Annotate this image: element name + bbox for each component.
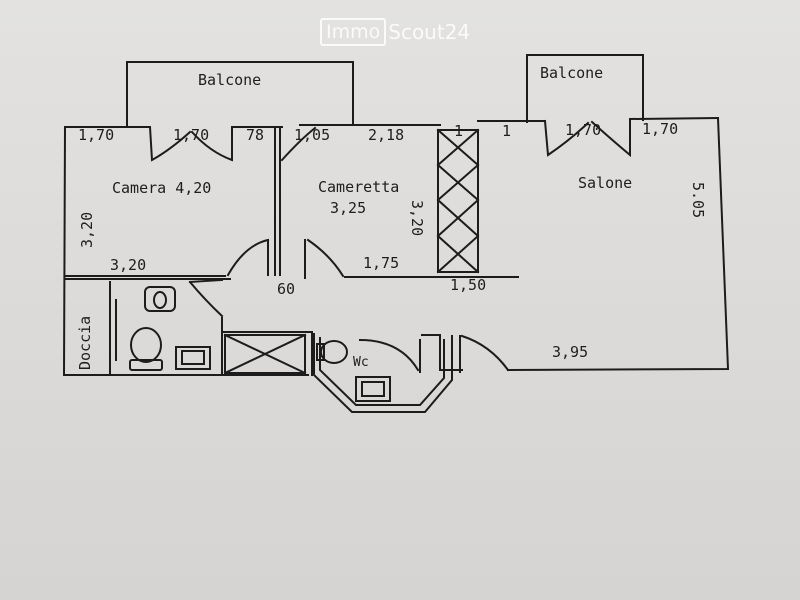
dim-1-70-a: 1,70 xyxy=(78,126,114,144)
dim-1-50: 1,50 xyxy=(450,276,486,294)
wc-bay-inner xyxy=(319,337,445,406)
salone-balcony-door xyxy=(543,118,631,158)
dim-1-70-b: 1,70 xyxy=(173,126,209,144)
watermark-text: Scout24 xyxy=(388,20,471,44)
dim-1-70-c: 1,70 xyxy=(565,121,601,139)
sink-icon xyxy=(175,346,211,370)
dim-camera-width: 3,20 xyxy=(110,256,146,274)
dim-cameretta-width: 1,75 xyxy=(363,254,399,272)
top-wall xyxy=(64,116,720,128)
label-cameretta: Cameretta xyxy=(318,178,399,196)
dim-1-05: 1,05 xyxy=(294,126,330,144)
dim-78: 78 xyxy=(246,126,264,144)
storage-cross xyxy=(223,333,307,375)
wc-sink-icon xyxy=(355,376,391,402)
wc-bay-outline xyxy=(313,333,453,413)
label-camera: Camera 4,20 xyxy=(112,179,211,197)
shaft-cross-hatch xyxy=(436,128,480,274)
camera-balcony-door xyxy=(148,125,233,162)
dim-1-70-d: 1,70 xyxy=(642,120,678,138)
dim-2-18: 2,18 xyxy=(368,126,404,144)
dim-camera-height: 3,20 xyxy=(78,212,96,248)
dim-salone-width: 3,95 xyxy=(552,343,588,361)
watermark-box: Immo xyxy=(320,18,387,46)
cameretta-door xyxy=(306,238,345,278)
partition-camera-cameretta xyxy=(274,126,281,276)
wc-toilet-icon xyxy=(316,340,348,364)
immoscout24-watermark: Immo Scout24 xyxy=(320,16,470,48)
balcony-right-outline xyxy=(526,54,644,123)
shaft xyxy=(437,129,479,273)
balcony-left-outline xyxy=(126,61,354,126)
storage-box xyxy=(224,334,306,374)
wc-door-arc xyxy=(358,338,420,372)
label-cameretta-area: 3,25 xyxy=(330,199,366,217)
salone-outer-wall xyxy=(506,116,730,372)
label-doccia: Doccia xyxy=(76,316,94,370)
bathroom-door xyxy=(188,278,224,318)
cameretta-door-top xyxy=(280,126,317,162)
label-balcone-left: Balcone xyxy=(198,71,261,89)
corridor-bottom-wall xyxy=(421,334,463,371)
toilet-icon xyxy=(129,327,163,371)
label-balcone-right: Balcone xyxy=(540,64,603,82)
bidet-icon xyxy=(144,286,176,312)
left-outer-wall xyxy=(62,125,223,376)
salone-door xyxy=(459,334,510,373)
corridor-line xyxy=(221,331,313,376)
label-salone: Salone xyxy=(578,174,632,192)
label-wc: Wc xyxy=(353,355,369,370)
dim-salone-height: 5.05 xyxy=(689,182,707,218)
dim-1-b: 1 xyxy=(502,122,511,140)
dim-1-a: 1 xyxy=(454,122,463,140)
dim-cameretta-height: 3,20 xyxy=(408,200,426,236)
dim-door-60: 60 xyxy=(277,280,295,298)
camera-door xyxy=(226,238,270,277)
